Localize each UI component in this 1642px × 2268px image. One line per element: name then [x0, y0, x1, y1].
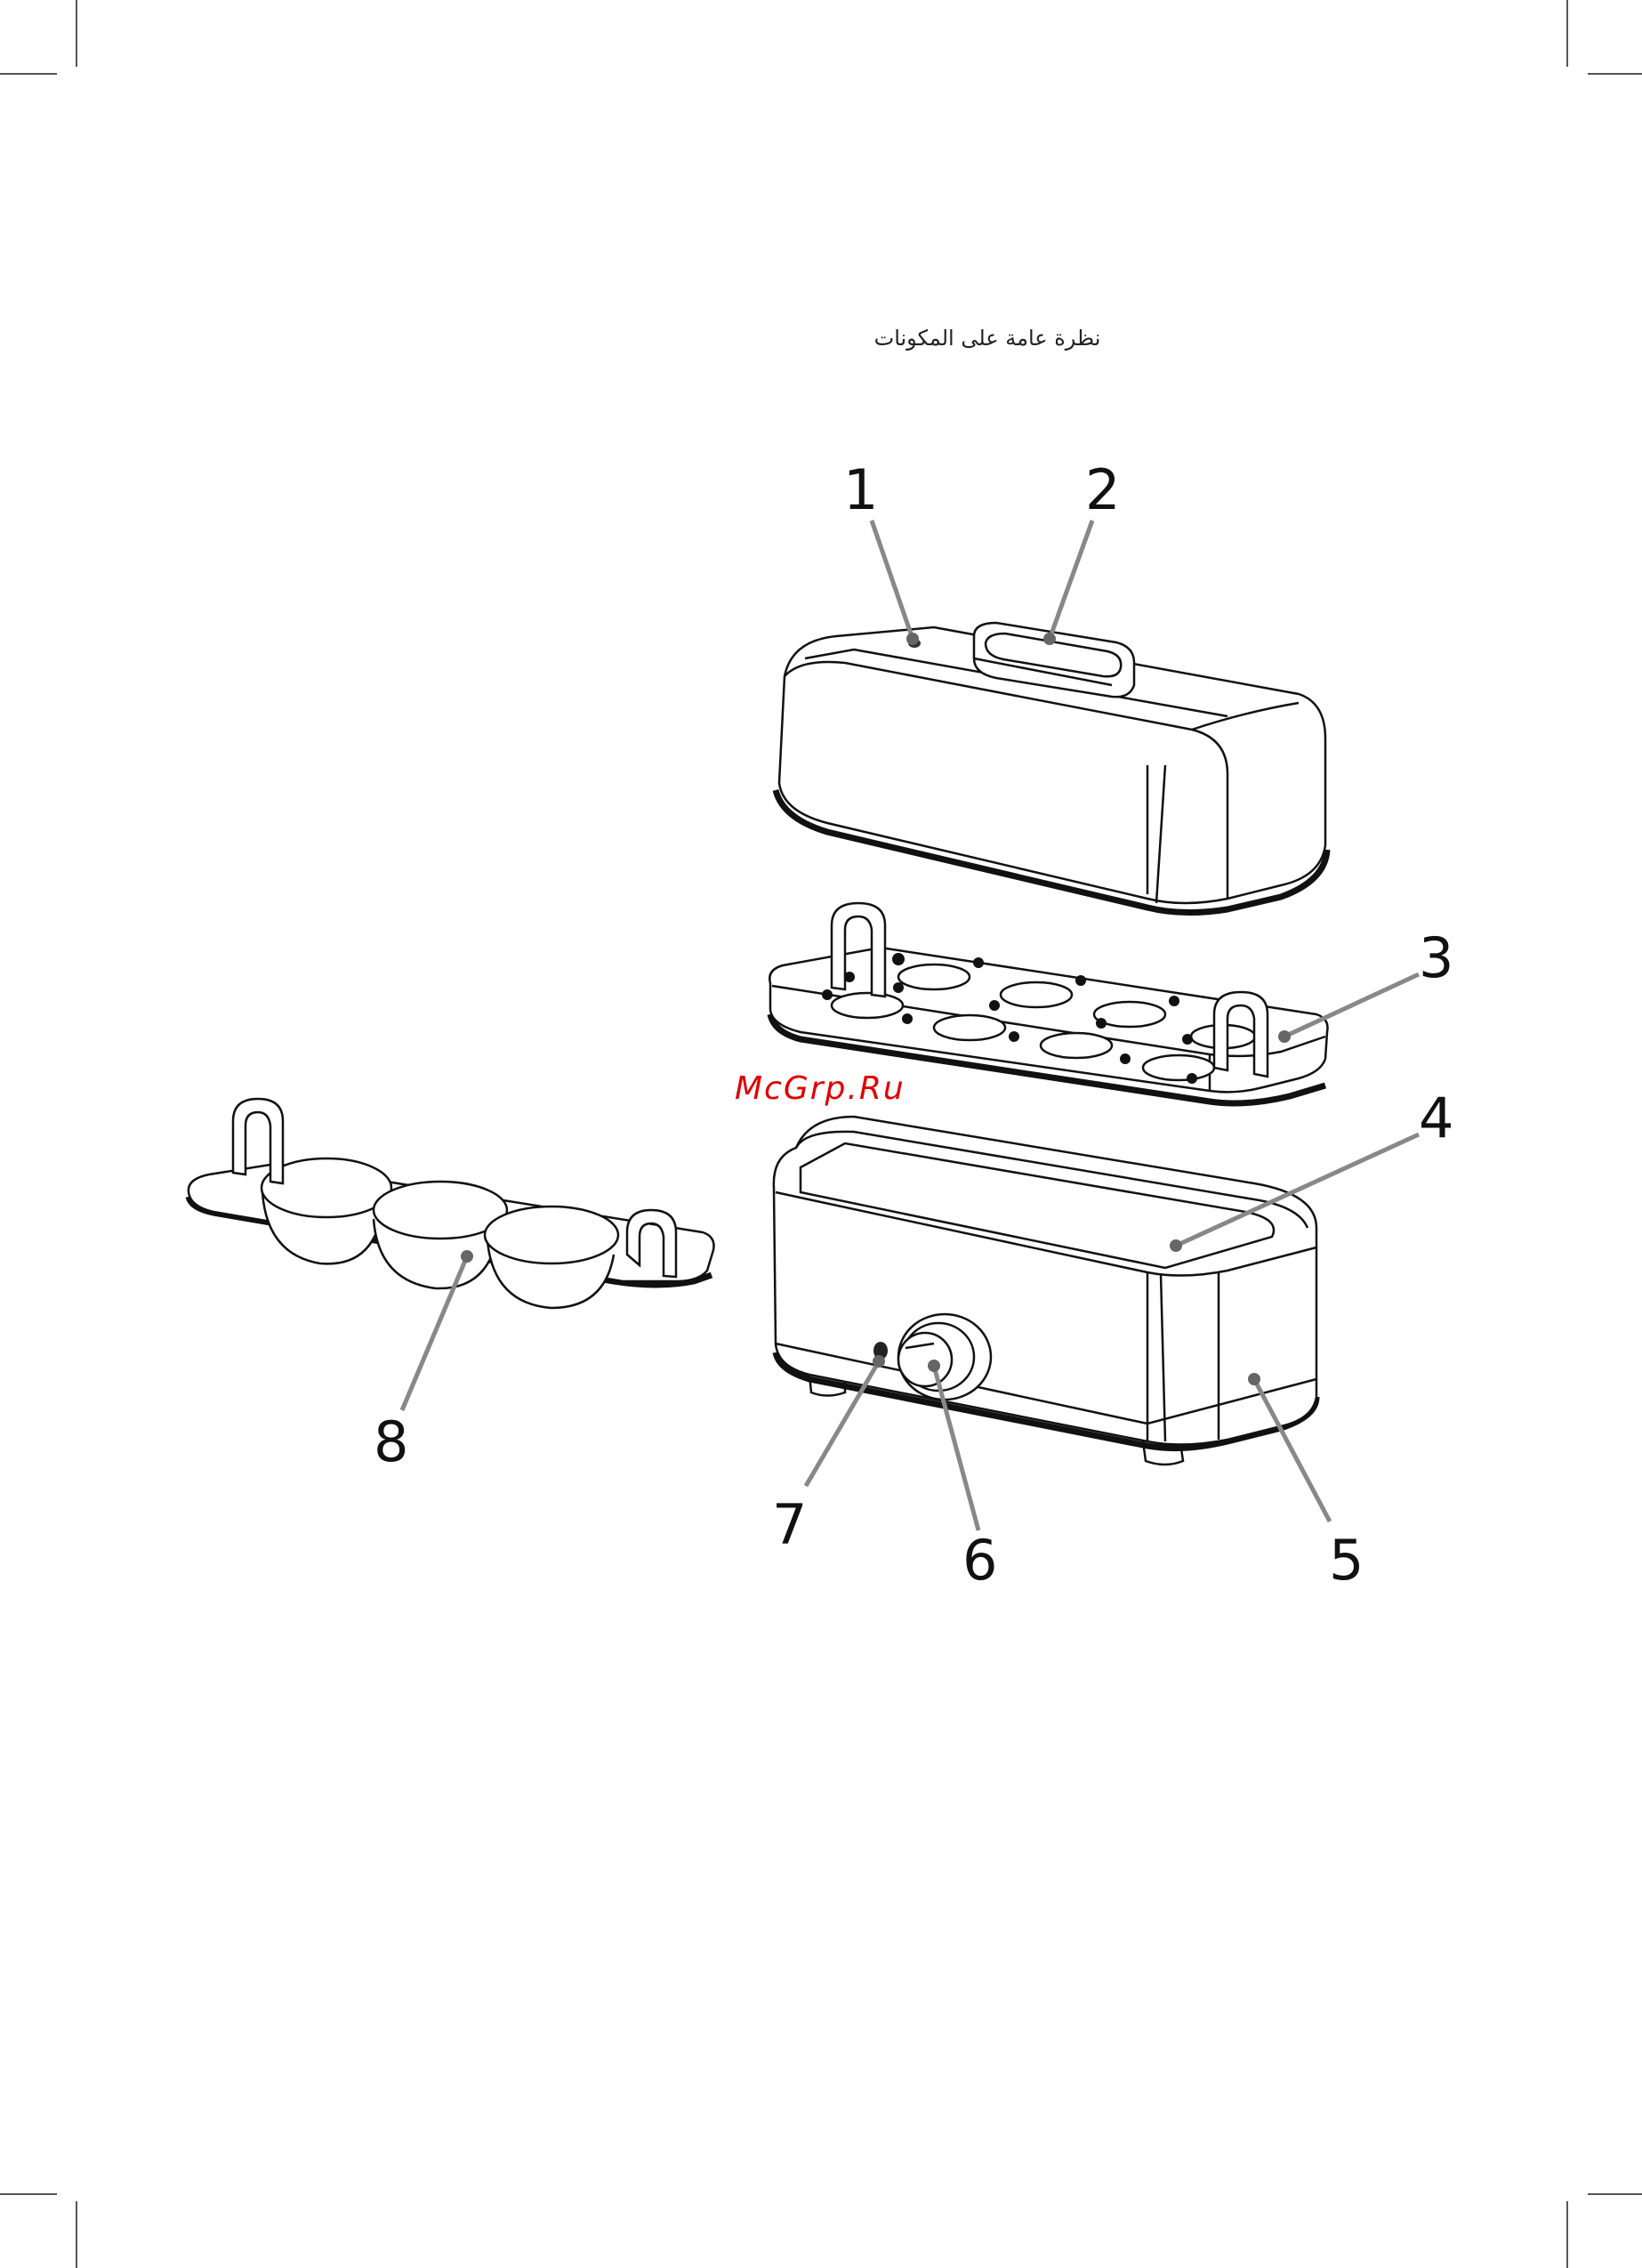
- callout-4: 4: [1419, 1086, 1453, 1150]
- callout-7: 7: [772, 1492, 807, 1557]
- callout-3: 3: [1419, 925, 1453, 990]
- callout-1: 1: [843, 457, 878, 522]
- watermark-text: McGrp.Ru: [735, 1070, 906, 1107]
- lid: [776, 623, 1327, 913]
- base-unit: [774, 1117, 1316, 1465]
- control-knob: [898, 1314, 991, 1400]
- callout-6: 6: [962, 1528, 997, 1593]
- callout-5: 5: [1329, 1528, 1364, 1593]
- callout-2: 2: [1085, 457, 1120, 522]
- egg-tray-small: [189, 1099, 714, 1308]
- callout-8: 8: [374, 1409, 408, 1474]
